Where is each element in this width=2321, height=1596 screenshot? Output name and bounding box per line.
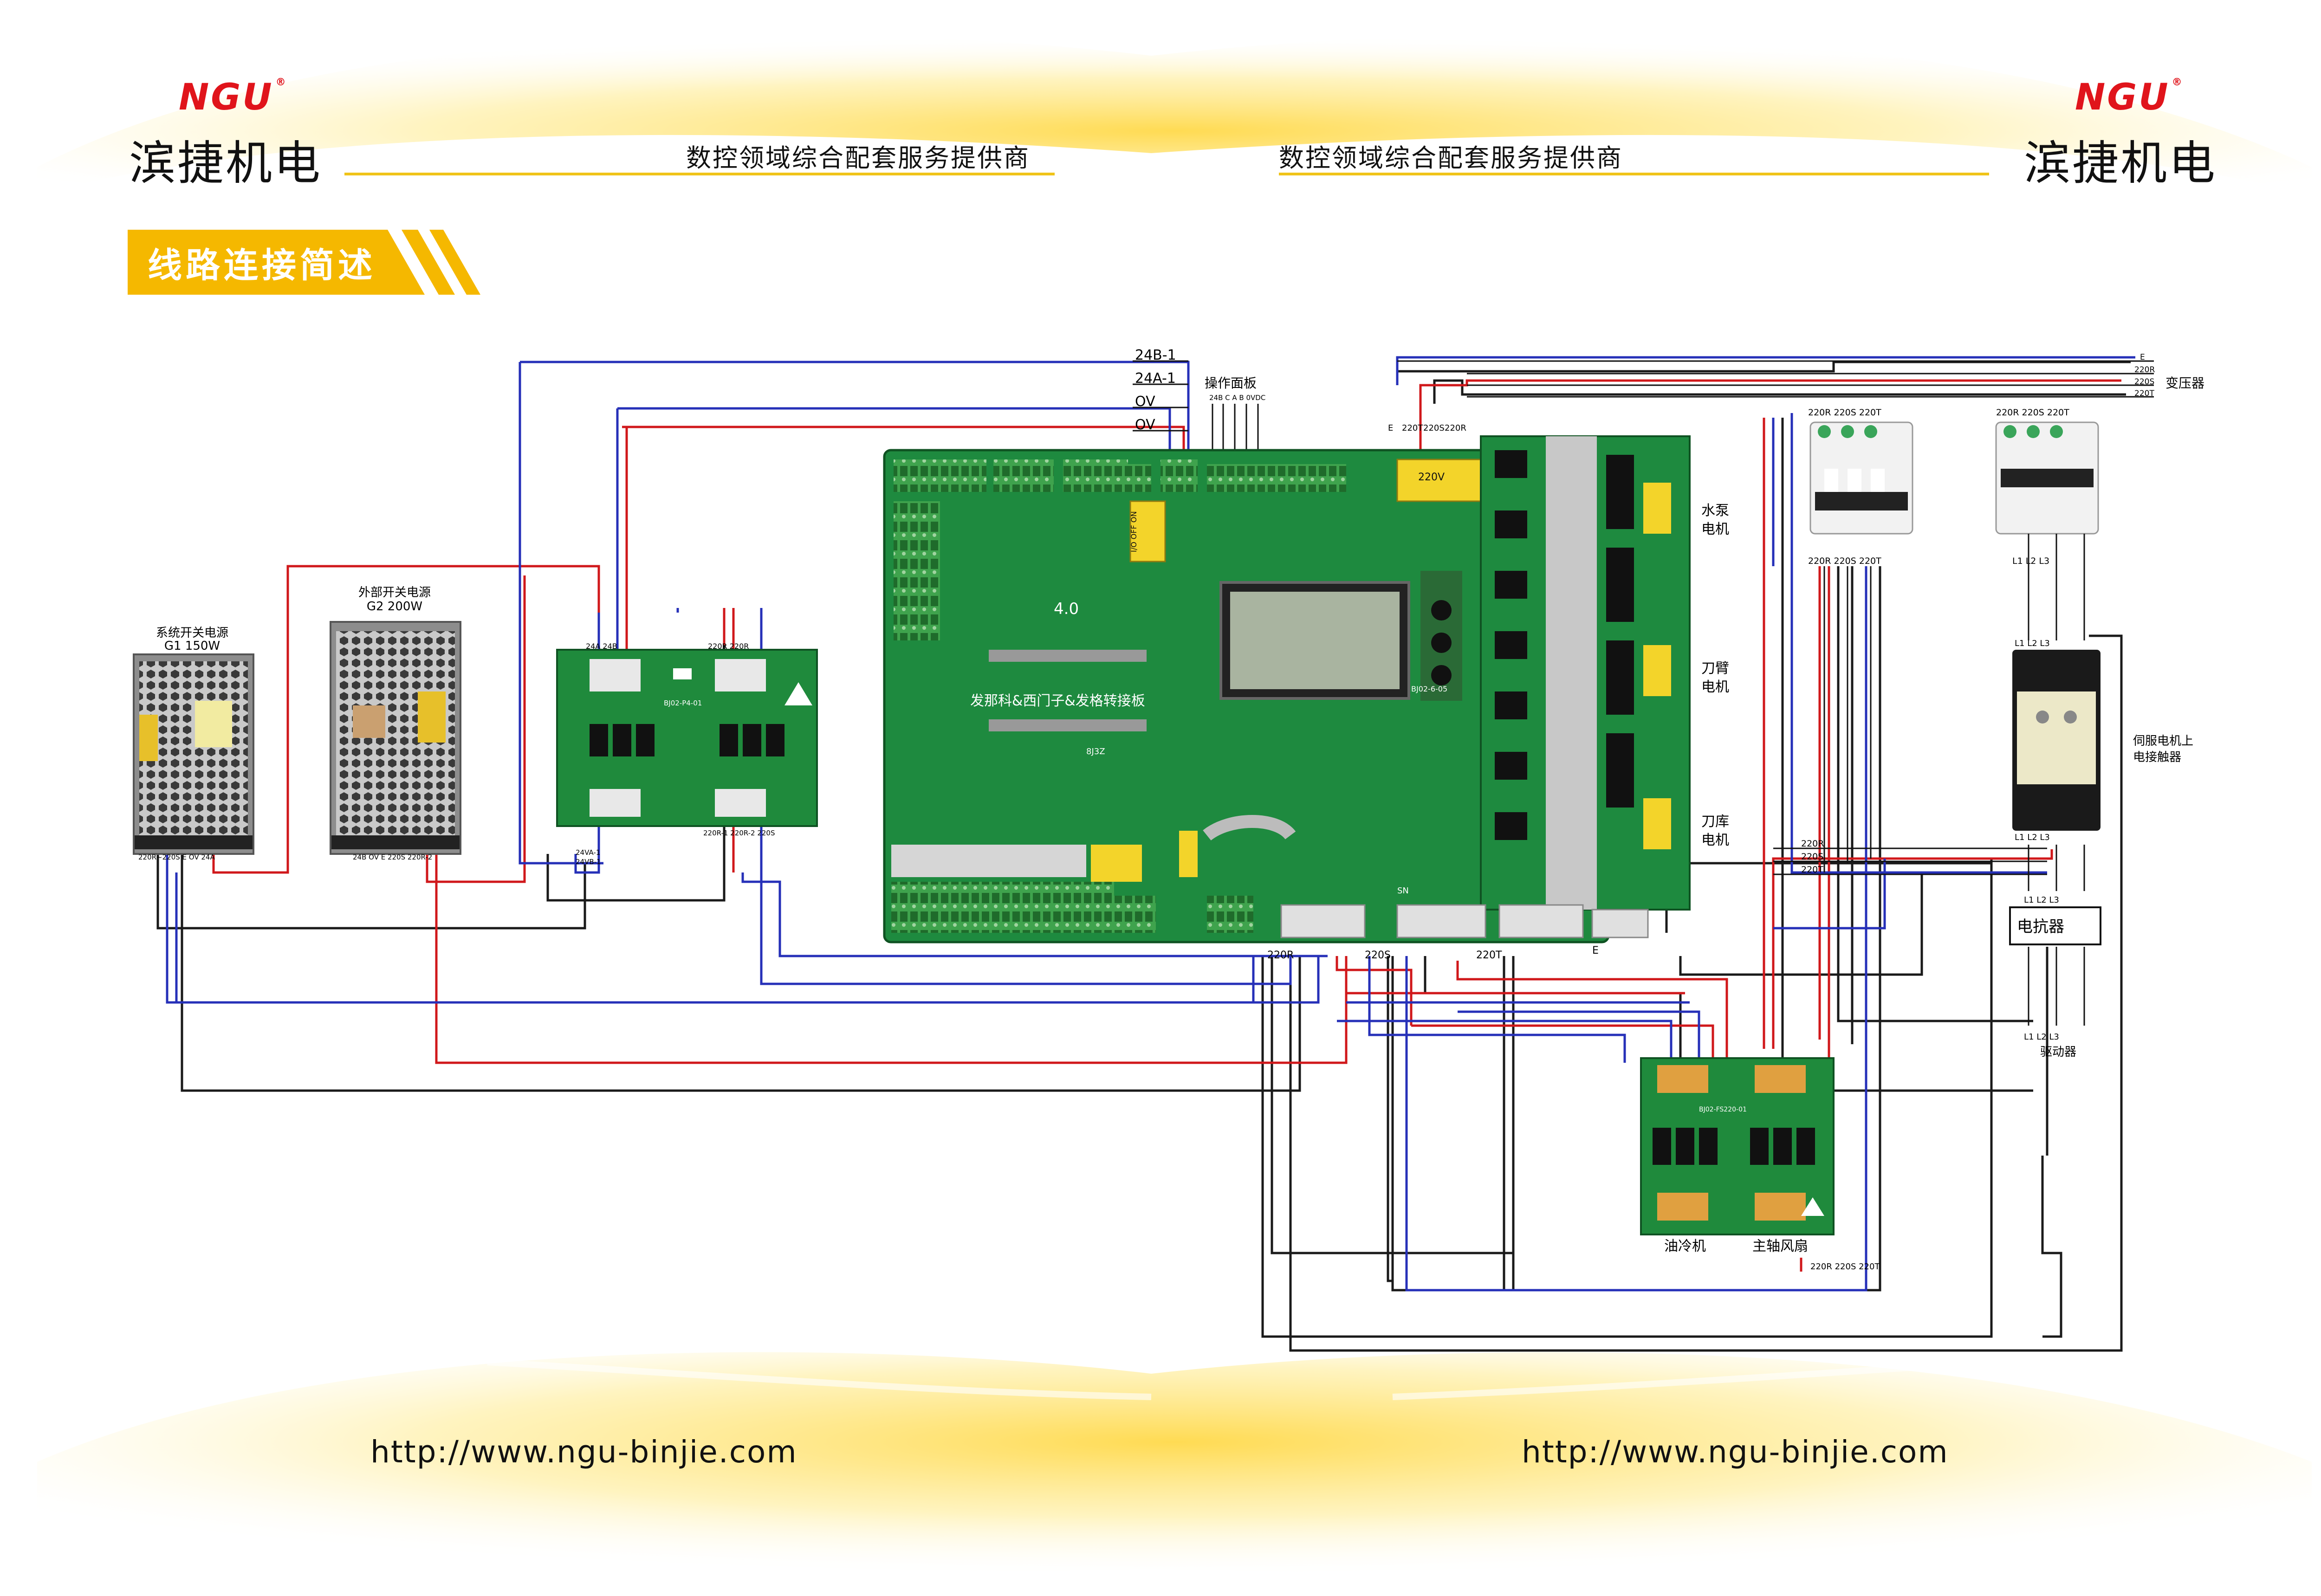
main-board-sn: SN bbox=[1397, 886, 1409, 896]
company-name-right: 滨捷机电 bbox=[2024, 136, 2217, 190]
main-board-bottom-220r: 220R bbox=[1267, 950, 1294, 961]
main-board-sub: 8J3Z bbox=[1086, 747, 1105, 756]
relay-bottom-right: 220R-1 220R-2 220S bbox=[703, 829, 775, 837]
section-banner bbox=[128, 230, 480, 295]
main-board-bottom-220t: 220T bbox=[1476, 950, 1502, 961]
main-board-top-e: E bbox=[1388, 423, 1393, 433]
main-board-bottom-220s: 220S bbox=[1365, 950, 1391, 961]
signal-24a1: 24A-1 bbox=[1135, 370, 1176, 387]
logo-right: NGU® bbox=[2075, 77, 2184, 118]
footer-url-right[interactable]: http://www.ngu-binjie.com bbox=[1522, 1434, 1949, 1470]
fan-board bbox=[1640, 1057, 1835, 1235]
header-rule-left bbox=[344, 173, 1055, 175]
fan-board-left-out: 油冷机 bbox=[1664, 1238, 1706, 1254]
bus-220s: 220S bbox=[1801, 852, 1823, 862]
relay-model: BJ02-P4-01 bbox=[664, 699, 702, 707]
fan-board-model: BJ02-FS220-01 bbox=[1699, 1106, 1747, 1113]
reactor-bottom: L1 L2 L3 bbox=[2024, 1032, 2059, 1042]
main-board-top-220s: 220S bbox=[1423, 423, 1445, 433]
relay-bottom-left2: 24VB-1 bbox=[576, 858, 601, 866]
contactor bbox=[2012, 650, 2101, 831]
bus-220t: 220T bbox=[1801, 865, 1823, 875]
main-board bbox=[883, 435, 1691, 943]
signal-ov1: OV bbox=[1135, 394, 1155, 410]
signal-24b1: 24B-1 bbox=[1135, 347, 1176, 363]
main-board-ver: BJ02-6-05 bbox=[1411, 685, 1447, 693]
tagline-left: 数控领域综合配套服务提供商 bbox=[686, 143, 1030, 173]
fan-board-right-out: 主轴风扇 bbox=[1752, 1238, 1808, 1254]
header-rule-right bbox=[1279, 173, 1989, 175]
psu-g1-terms: 220R~220S E OV 24A bbox=[138, 853, 215, 861]
motor-label-3b: 电机 bbox=[1701, 832, 1729, 848]
main-board-onoff: I/O OFF ON bbox=[1129, 511, 1138, 552]
main-board-code: 4.0 bbox=[1054, 600, 1079, 618]
reactor-top: L1 L2 L3 bbox=[2024, 895, 2059, 905]
bus-220r: 220R bbox=[1801, 839, 1824, 849]
main-board-bottom-e: E bbox=[1592, 945, 1599, 956]
reactor-label: 电抗器 bbox=[2017, 918, 2064, 936]
psu-g2 bbox=[330, 621, 461, 855]
psu-g2-title1: 外部开关电源 bbox=[358, 586, 431, 600]
section-title: 线路连接简述 bbox=[148, 246, 376, 285]
main-board-top-220r: 220R bbox=[1445, 423, 1466, 433]
contactor-label1: 伺服电机上 bbox=[2133, 734, 2193, 748]
operator-panel-pins: 24B C A B 0VDC bbox=[1209, 394, 1265, 402]
psu-g1 bbox=[133, 653, 254, 855]
motor-label-2a: 刀臂 bbox=[1701, 660, 1729, 677]
breaker1-bottom: 220R 220S 220T bbox=[1808, 556, 1881, 566]
relay-bottom-left: 24VA-1 bbox=[576, 848, 600, 857]
motor-label-1b: 电机 bbox=[1701, 521, 1729, 537]
main-board-220v: 220V bbox=[1418, 472, 1445, 483]
relay-board bbox=[556, 649, 818, 827]
breaker1-top: 220R 220S 220T bbox=[1808, 407, 1881, 418]
tagline-right: 数控领域综合配套服务提供商 bbox=[1279, 143, 1623, 173]
main-board-top-220t: 220T bbox=[1402, 423, 1423, 433]
breaker2-top: 220R 220S 220T bbox=[1996, 407, 2069, 418]
footer-url-left[interactable]: http://www.ngu-binjie.com bbox=[370, 1434, 797, 1470]
transformer-line-e: E bbox=[2140, 353, 2145, 362]
psu-g2-title2: G2 200W bbox=[367, 600, 422, 614]
breaker2-bottom: L1 L2 L3 bbox=[2012, 556, 2049, 566]
signal-ov2: OV bbox=[1135, 417, 1155, 433]
transformer-line-220s: 220S bbox=[2134, 377, 2154, 387]
company-name-left: 滨捷机电 bbox=[129, 136, 322, 190]
motor-label-2b: 电机 bbox=[1701, 679, 1729, 695]
relay-top-right: 220R 220R bbox=[708, 642, 749, 651]
contactor-top: L1 L2 L3 bbox=[2015, 639, 2050, 648]
transformer-line-220r: 220R bbox=[2134, 365, 2155, 375]
breaker-1 bbox=[1809, 421, 1913, 535]
psu-g1-title1: 系统开关电源 bbox=[156, 626, 228, 640]
relay-top-left: 24A 24B bbox=[586, 642, 617, 651]
psu-g1-title2: G1 150W bbox=[164, 639, 220, 653]
drive-label: 驱动器 bbox=[2040, 1045, 2076, 1059]
breaker-2 bbox=[1995, 421, 2099, 535]
psu-g2-terms: 24B OV E 220S 220R-2 bbox=[353, 853, 432, 861]
transformer-label: 变压器 bbox=[2165, 375, 2204, 391]
contactor-bottom: L1 L2 L3 bbox=[2015, 833, 2050, 842]
fan-board-feed: 220R 220S 220T bbox=[1810, 1262, 1880, 1272]
motor-label-3a: 刀库 bbox=[1701, 814, 1729, 830]
contactor-label2: 电接触器 bbox=[2133, 750, 2181, 764]
motor-label-1a: 水泵 bbox=[1701, 503, 1729, 519]
main-board-title: 发那科&西门子&发格转接板 bbox=[970, 693, 1145, 709]
transformer-line-220t: 220T bbox=[2134, 389, 2154, 398]
reactor-box bbox=[2009, 906, 2101, 945]
operator-panel-title: 操作面板 bbox=[1205, 375, 1257, 391]
logo-left: NGU® bbox=[179, 77, 288, 118]
